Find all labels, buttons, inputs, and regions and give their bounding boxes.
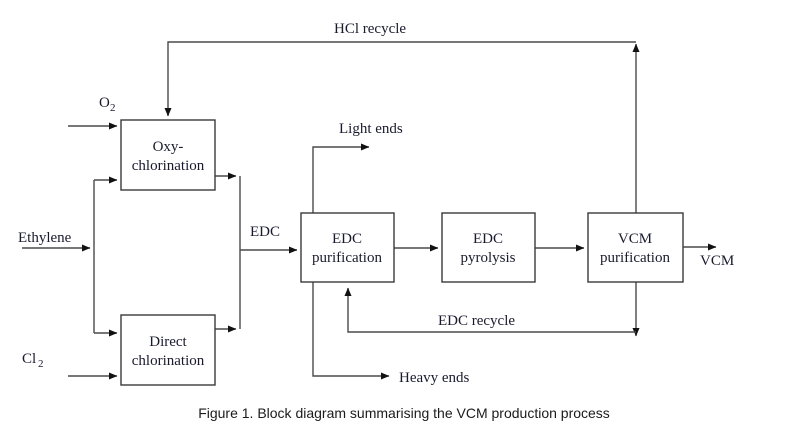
label-edc-recycle: EDC recycle [438,313,515,329]
block-oxychlorination-line1: Oxy- [153,139,184,155]
label-o2-feed-text: O [99,95,110,111]
label-o2-feed-subscript: 2 [110,102,116,114]
label-light-ends: Light ends [339,121,403,137]
label-cl2-feed-text: Cl [22,351,36,367]
label-edc-stream: EDC [250,224,280,240]
label-cl2-feed: Cl 2 [22,351,44,370]
block-edc-purification[interactable]: EDC purification [300,212,395,283]
block-direct-chlorination-line2: chlorination [132,353,205,369]
block-edc-purification-line1: EDC [332,231,362,247]
block-edc-pyrolysis-line1: EDC [473,231,503,247]
label-o2-feed: O 2 [99,95,116,114]
stream-heavy-ends [312,282,390,380]
label-heavy-ends: Heavy ends [399,370,470,386]
label-ethylene-feed: Ethylene [18,230,72,246]
label-cl2-feed-subscript: 2 [38,358,44,370]
stream-edc [215,172,298,333]
block-direct-chlorination-line1: Direct [149,334,187,350]
stream-ethylene-feed [22,176,118,337]
block-oxychlorination-line2: chlorination [132,158,205,174]
stream-light-ends [312,143,370,213]
label-vcm-product: VCM [700,253,734,269]
stream-hcl-recycle [164,41,640,213]
block-edc-pyrolysis[interactable]: EDC pyrolysis [441,212,536,283]
block-oxychlorination[interactable]: Oxy- chlorination [120,119,216,191]
block-edc-pyrolysis-line2: pyrolysis [460,250,515,266]
block-direct-chlorination[interactable]: Direct chlorination [120,314,216,386]
figure-caption: Figure 1. Block diagram summarising the … [198,405,610,421]
block-edc-purification-line2: purification [312,250,382,266]
label-hcl-recycle: HCl recycle [334,21,406,37]
stream-edc-recycle [344,282,640,337]
block-vcm-purification[interactable]: VCM purification [587,212,684,283]
block-vcm-purification-line2: purification [600,250,670,266]
block-vcm-purification-line1: VCM [618,231,652,247]
